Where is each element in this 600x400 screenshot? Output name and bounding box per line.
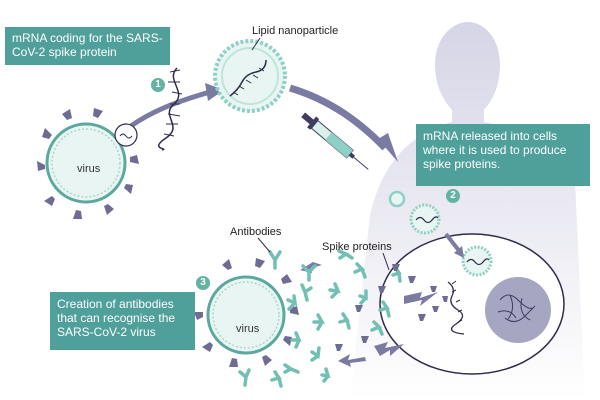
label-spike-proteins: Spike proteins bbox=[322, 241, 392, 253]
syringe-icon bbox=[301, 112, 369, 170]
step-2-badge: 2 bbox=[446, 189, 460, 203]
label-antibodies: Antibodies bbox=[230, 226, 282, 238]
spike-protein-icon bbox=[335, 264, 426, 351]
antibody-icon bbox=[238, 249, 402, 388]
label-lipid-nanoparticle: Lipid nanoparticle bbox=[252, 25, 339, 37]
arrow-icon bbox=[288, 84, 398, 162]
virus-icon bbox=[37, 108, 139, 219]
virus-label-2: virus bbox=[236, 323, 260, 335]
callout-antibody-creation: Creation of antibodies that can recognis… bbox=[50, 292, 195, 350]
step-3-badge: 3 bbox=[196, 276, 210, 290]
lipid-nanoparticle-icon bbox=[213, 39, 287, 113]
arrow-icon bbox=[300, 262, 438, 367]
callout-mrna-coding: mRNA coding for the SARS-CoV-2 spike pro… bbox=[5, 27, 170, 65]
nucleus-icon bbox=[485, 277, 551, 343]
virus-label-1: virus bbox=[77, 163, 101, 175]
lipid-nanoparticle-icon bbox=[461, 245, 493, 277]
cell-icon bbox=[379, 233, 565, 375]
arrow-icon bbox=[126, 83, 224, 131]
virus-icon bbox=[194, 258, 299, 367]
leader-lines bbox=[251, 37, 390, 271]
lipid-nanoparticle-icon bbox=[388, 190, 441, 235]
arrow-icon bbox=[444, 232, 464, 258]
mrna-strand-icon bbox=[158, 67, 183, 151]
callout-mrna-release: mRNA released into cells where it is use… bbox=[416, 124, 590, 186]
step-1-badge: 1 bbox=[151, 78, 165, 92]
